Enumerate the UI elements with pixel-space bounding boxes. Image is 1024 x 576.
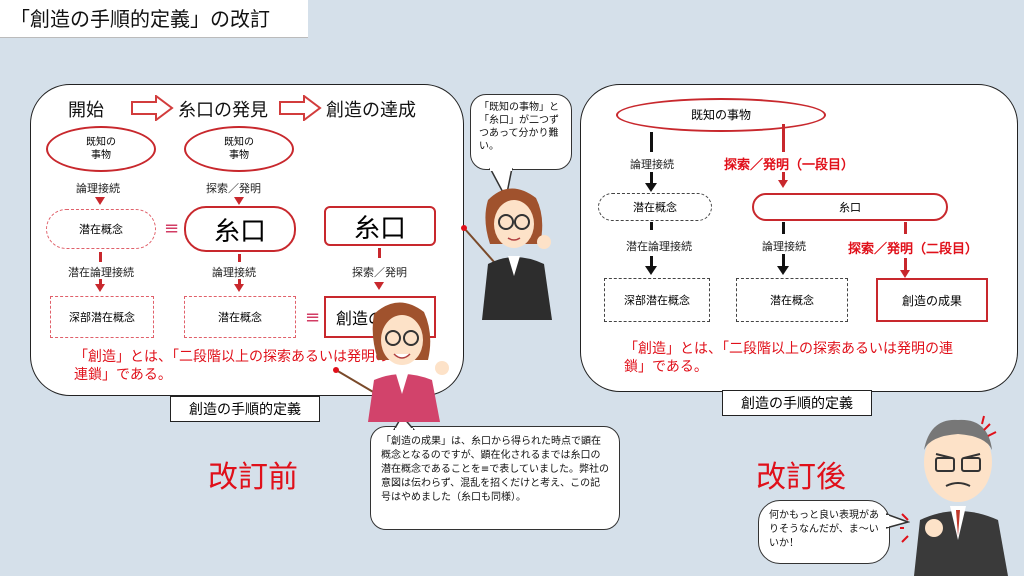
step-achieve: 創造の達成: [326, 100, 416, 121]
conn-label: 論理接続: [76, 182, 120, 195]
search-label: 探索／発明: [206, 182, 261, 195]
deep-latent-concept: 深部潜在概念: [50, 296, 154, 338]
down-arrow-icon: [645, 183, 657, 192]
connector: [782, 172, 785, 180]
latent-concept: 潜在概念: [736, 278, 848, 322]
conn-label: 論理接続: [630, 158, 674, 171]
connector: [238, 254, 241, 262]
connector: [650, 256, 653, 268]
speech-bubble-man: 何かもっと良い表現がありそうなんだが、ま〜いいか！: [758, 500, 890, 564]
latent-concept: 潜在概念: [184, 296, 296, 338]
known-object-ellipse: 既知の 事物: [46, 126, 156, 172]
down-arrow-icon: [900, 270, 910, 278]
equivalence-sign: ≡: [305, 307, 321, 328]
woman-presenter-icon: [461, 188, 552, 320]
bubble-tail-icon: [886, 513, 910, 529]
result-box: 創造の成果: [876, 278, 988, 322]
speech-bubble-center: 「創造の成果」は、糸口から得られた時点で顕在概念となるのですが、顕在化されるまで…: [370, 426, 620, 530]
connector: [904, 258, 907, 270]
connector: [650, 172, 653, 184]
down-arrow-icon: [777, 266, 789, 275]
caption: 創造の手順的定義: [170, 396, 320, 422]
connector: [99, 252, 102, 262]
caption: 創造の手順的定義: [722, 390, 872, 416]
connector: [650, 222, 653, 230]
known-object-ellipse: 既知の事物: [616, 98, 826, 132]
conn-label: 潜在論理接続: [68, 266, 134, 279]
connector: [782, 124, 785, 152]
step-clue: 糸口の発見: [178, 100, 268, 121]
step-arrow-icon: [279, 95, 322, 121]
down-arrow-icon: [374, 282, 384, 290]
woman-pointer-icon: [333, 302, 449, 422]
latent-concept: 潜在概念: [598, 193, 712, 221]
down-arrow-icon: [95, 284, 105, 292]
speech-bubble-top: 「既知の事物」と「糸口」が二つずつあって分かり難い。: [470, 94, 572, 170]
connector: [238, 279, 241, 285]
after-label: 改訂後: [756, 460, 846, 495]
search-label-2: 探索／発明（二段目）: [848, 242, 979, 257]
connector: [782, 254, 785, 266]
connector: [650, 132, 653, 152]
right-panel: [580, 84, 1018, 392]
bubble-tail-icon: [393, 416, 415, 430]
down-arrow-icon: [234, 284, 244, 292]
conn-label: 潜在論理接続: [626, 240, 692, 253]
clue-ellipse: 糸口: [752, 193, 948, 221]
deep-latent-concept: 深部潜在概念: [604, 278, 710, 322]
definition-text: 「創造」とは、「二段階以上の探索あるいは発明の連鎖」である。: [74, 349, 389, 383]
step-start: 開始: [68, 100, 104, 121]
before-label: 改訂前: [208, 460, 298, 495]
connector: [782, 222, 785, 234]
search-label: 探索／発明: [352, 266, 407, 279]
man-thinking-icon: [900, 415, 1008, 576]
latent-concept: 潜在概念: [46, 209, 156, 249]
down-arrow-icon: [234, 197, 244, 205]
down-arrow-icon: [778, 180, 788, 188]
search-label-1: 探索／発明（一段目）: [724, 158, 855, 173]
down-arrow-icon: [95, 197, 105, 205]
page-title: 「創造の手順的定義」の改訂: [0, 0, 308, 38]
connector: [904, 222, 907, 234]
clue-box: 糸口: [324, 206, 436, 246]
clue-pill: 糸口: [184, 206, 296, 252]
known-object-ellipse: 既知の 事物: [184, 126, 294, 172]
down-arrow-icon: [645, 266, 657, 275]
conn-label: 論理接続: [762, 240, 806, 253]
conn-label: 論理接続: [212, 266, 256, 279]
connector: [99, 279, 102, 285]
definition-text: 「創造」とは、「二段階以上の探索あるいは発明の連鎖」である。: [624, 341, 953, 375]
connector: [378, 248, 381, 258]
equivalence-sign: ≡: [164, 218, 180, 239]
step-arrow-icon: [131, 95, 174, 121]
